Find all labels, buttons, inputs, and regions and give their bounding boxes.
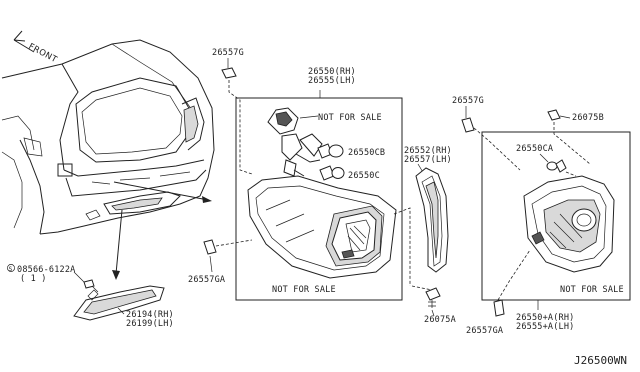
rear-combination-lamp-inner [523, 175, 615, 273]
label-26555-lh: 26555(LH) [308, 76, 356, 86]
bulb-26550ca: 26550CA [516, 144, 577, 177]
bulb-26550c: 26550C [319, 165, 380, 181]
label-26075b: 26075B [572, 113, 604, 123]
label-26199-lh: 26199(LH) [126, 319, 174, 329]
screw-26075b: 26075B [547, 109, 604, 165]
clip-26557g: 26557G [212, 48, 253, 175]
screw-08566: S 08566-6122A ( 1 ) [7, 264, 99, 293]
label-26550cb: 26550CB [348, 148, 385, 158]
front-arrow-icon: FRONT [13, 30, 59, 66]
label-26075a: 26075A [424, 315, 456, 325]
callout-arrows [112, 181, 212, 280]
rear-reflector: 26194(RH) 26199(LH) [73, 285, 174, 329]
bulb-26550cb: 26550CB [317, 143, 385, 159]
label-26557ga-right: 26557GA [466, 326, 503, 336]
label-screw-qty: ( 1 ) [20, 274, 47, 284]
label-not-for-sale-3: NOT FOR SALE [560, 285, 624, 295]
label-26557g-right: 26557G [452, 96, 484, 106]
rear-combination-lamp-rh [247, 175, 397, 279]
label-26555a-lh: 26555+A(LH) [516, 322, 575, 332]
s-mark-icon [7, 264, 15, 272]
clip-26557ga-left: 26557GA [188, 239, 253, 285]
front-label: FRONT [27, 42, 59, 66]
label-26550ca: 26550CA [516, 144, 553, 154]
label-26194-rh: 26194(RH) [126, 310, 174, 320]
vehicle-rear-illustration [1, 39, 215, 235]
bulb-socket-harness [267, 107, 323, 177]
lamp-gasket-26552: 26552(RH) 26557(LH) [404, 146, 452, 273]
diagram-reference: J26500WN [574, 354, 627, 367]
label-26550a-rh: 26550+A(RH) [516, 313, 575, 323]
clip-26557ga-right: 26557GA [466, 249, 531, 336]
screw-26075a: 26075A [411, 285, 456, 325]
label-26550-rh: 26550(RH) [308, 67, 356, 77]
label-26557g: 26557G [212, 48, 244, 58]
label-26557-lh: 26557(LH) [404, 155, 452, 165]
svg-text:S: S [9, 266, 13, 273]
inner-lamp-group: 26557G 26075B 26550CA [452, 96, 631, 336]
label-26552-rh: 26552(RH) [404, 146, 452, 156]
label-26557ga-left: 26557GA [188, 275, 225, 285]
label-not-for-sale-1: NOT FOR SALE [318, 113, 382, 123]
label-08566: 08566-6122A [17, 265, 76, 275]
rh-combination-lamp-group: 26550(RH) 26555(LH) 26557G NOT FOR SALE … [188, 48, 403, 301]
label-26550c: 26550C [348, 171, 380, 181]
label-not-for-sale-2: NOT FOR SALE [272, 285, 336, 295]
